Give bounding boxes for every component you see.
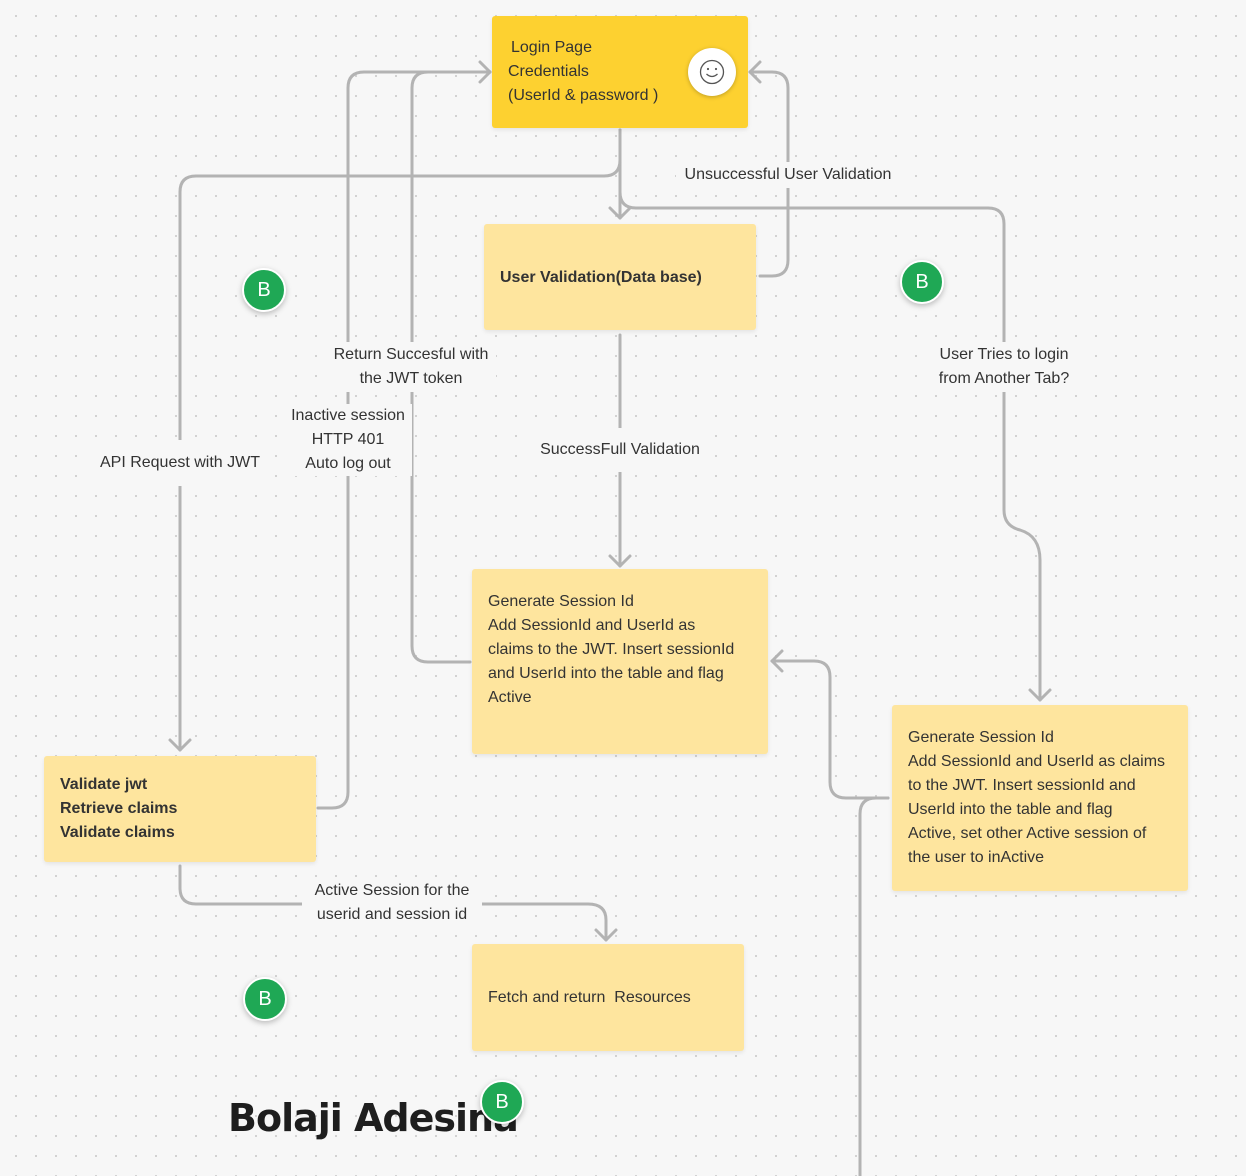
edge-label-active-session: Active Session for the userid and sessio… <box>302 878 482 928</box>
edge-label-successful: SuccessFull Validation <box>532 428 708 472</box>
edge-label-inactive: Inactive session HTTP 401 Auto log out <box>284 404 412 476</box>
node-line: and UserId into the table and flag <box>488 665 724 682</box>
arrowhead <box>478 60 492 84</box>
author-signature: Bolaji Adesina <box>228 1096 519 1140</box>
user-validation-node[interactable]: User Validation(Data base) <box>484 224 756 330</box>
edge-label-line: userid and session id <box>316 906 468 923</box>
node-line: claims to the JWT. Insert sessionId <box>488 641 735 658</box>
edge-label-line: User Tries to login <box>939 346 1069 363</box>
generate-session-node[interactable]: Generate Session Id Add SessionId and Us… <box>472 569 768 754</box>
node-line: Credentials <box>508 63 589 80</box>
edge-label-line: the JWT token <box>359 370 463 387</box>
node-line: Fetch and return Resources <box>488 989 691 1006</box>
connector-tab-to-main <box>770 659 890 800</box>
node-line: Add SessionId and UserId as <box>488 617 696 634</box>
edge-label-line: HTTP 401 <box>311 431 385 448</box>
connector-offscreen <box>858 796 890 1176</box>
arrowhead <box>770 649 784 673</box>
edge-label-unsuccessful: Unsuccessful User Validation <box>676 162 900 188</box>
node-line: Add SessionId and UserId as claims <box>908 753 1166 770</box>
edge-label-line: API Request with JWT <box>99 454 261 471</box>
node-line: the user to inActive <box>908 849 1045 866</box>
arrowhead <box>608 554 632 568</box>
arrowhead <box>168 738 192 752</box>
edge-label-line: Inactive session <box>291 407 405 424</box>
arrowhead <box>748 60 762 84</box>
edge-label-return-success: Return Succesful with the JWT token <box>326 342 496 392</box>
node-line: Retrieve claims <box>60 800 178 817</box>
node-line: Generate Session Id <box>908 729 1054 746</box>
arrowhead <box>594 928 618 942</box>
node-line: to the JWT. Insert sessionId and <box>908 777 1136 794</box>
node-line: User Validation(Data base) <box>500 269 702 286</box>
validate-jwt-node[interactable]: Validate jwt Retrieve claims Validate cl… <box>44 756 316 862</box>
edge-label-another-tab: User Tries to login from Another Tab? <box>930 342 1078 392</box>
node-line: (UserId & password ) <box>508 87 659 104</box>
node-line: Validate claims <box>60 824 175 841</box>
node-line: Active, set other Active session of <box>908 825 1147 842</box>
collaborator-avatar-icon[interactable]: B <box>900 260 944 304</box>
generate-session-other-tab-node[interactable]: Generate Session Id Add SessionId and Us… <box>892 705 1188 891</box>
edge-label-api-request: API Request with JWT <box>94 440 266 486</box>
collaborator-avatar-icon[interactable]: B <box>242 268 286 312</box>
node-line: Active <box>488 689 532 706</box>
edge-label-line: Auto log out <box>305 455 391 472</box>
arrowhead <box>1028 688 1052 702</box>
edge-label-line: Active Session for the <box>314 882 470 899</box>
node-line: Generate Session Id <box>488 593 634 610</box>
fetch-resources-node[interactable]: Fetch and return Resources <box>472 944 744 1051</box>
node-line: UserId into the table and flag <box>908 801 1113 818</box>
collaborator-avatar-icon[interactable]: B <box>480 1080 524 1124</box>
edge-label-line: SuccessFull Validation <box>540 441 700 458</box>
smiley-icon <box>688 48 736 96</box>
arrowhead <box>608 206 632 220</box>
edge-label-line: Return Succesful with <box>333 346 489 363</box>
login-credentials-node[interactable]: Login Page Credentials (UserId & passwor… <box>492 16 748 128</box>
edge-label-line: from Another Tab? <box>938 370 1070 387</box>
collaborator-avatar-icon[interactable]: B <box>243 977 287 1021</box>
edge-label-line: Unsuccessful User Validation <box>684 166 892 183</box>
node-line: Login Page <box>511 39 592 56</box>
node-line: Validate jwt <box>60 776 148 793</box>
